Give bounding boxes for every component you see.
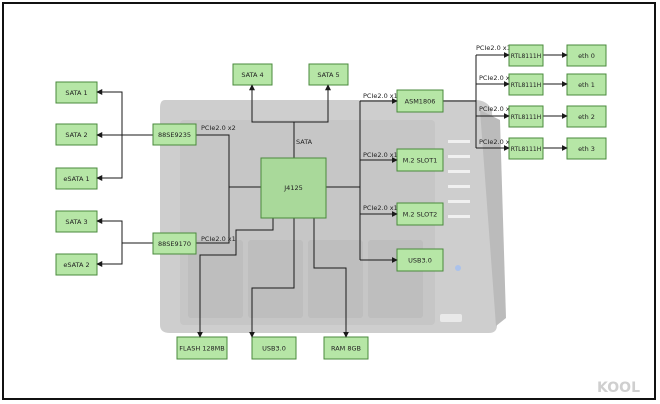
node-eth2-label: eth 2 bbox=[578, 113, 595, 121]
wire-cpu-9235 bbox=[196, 134, 261, 188]
node-rtl8111h-2: RTL8111H bbox=[508, 73, 544, 96]
node-rtl3-label: RTL8111H bbox=[511, 114, 542, 121]
wire-cpu-ram bbox=[313, 218, 347, 337]
label-pcie-m2s1: PCIe2.0 x1 bbox=[363, 151, 398, 159]
wire-cpu-sata5 bbox=[294, 85, 329, 123]
node-esata2: eSATA 2 bbox=[55, 253, 98, 276]
node-rtl2-label: RTL8111H bbox=[511, 82, 542, 89]
node-ram: RAM 8GB bbox=[323, 336, 369, 360]
node-esata2-label: eSATA 2 bbox=[63, 261, 89, 269]
node-eth0-label: eth 0 bbox=[578, 52, 595, 60]
node-88se9235-label: 88SE9235 bbox=[158, 131, 191, 139]
node-usb30-bottom-label: USB3.0 bbox=[262, 345, 286, 353]
node-rtl4-label: RTL8111H bbox=[511, 146, 542, 153]
label-pcie-m2s2: PCIe2.0 x1 bbox=[363, 204, 398, 212]
wire-9170-esata2 bbox=[97, 243, 123, 265]
bus-labels: SATA PCIe2.0 x2 PCIe2.0 x1 PCIe2.0 x1 PC… bbox=[201, 44, 514, 243]
node-rtl8111h-3: RTL8111H bbox=[508, 105, 544, 128]
node-flash-label: FLASH 128MB bbox=[179, 345, 225, 353]
node-sata2: SATA 2 bbox=[55, 123, 98, 146]
label-pcie-rtl4: PCIe2.0 x1 bbox=[479, 138, 514, 146]
wire-cpu-usb bbox=[251, 218, 295, 337]
node-m2-slot2: M.2 SLOT2 bbox=[396, 202, 444, 226]
node-usb30-bottom: USB3.0 bbox=[251, 336, 297, 360]
node-eth0: eth 0 bbox=[566, 44, 607, 67]
node-asm1806-label: ASM1806 bbox=[405, 98, 436, 106]
node-flash: FLASH 128MB bbox=[176, 336, 228, 360]
node-m2-slot2-label: M.2 SLOT2 bbox=[403, 211, 438, 219]
wire-9235-esata1 bbox=[97, 135, 123, 179]
node-sata2-label: SATA 2 bbox=[65, 131, 87, 139]
label-pcie-rtl2: PCIe2.0 x1 bbox=[479, 74, 514, 82]
node-eth1-label: eth 1 bbox=[578, 81, 595, 89]
node-esata1-label: eSATA 1 bbox=[63, 175, 89, 183]
node-usb30-right-label: USB3.0 bbox=[408, 257, 432, 265]
wire-9235-sata1 bbox=[97, 91, 123, 135]
node-m2-slot1: M.2 SLOT1 bbox=[396, 148, 444, 172]
node-88se9235: 88SE9235 bbox=[152, 123, 197, 146]
node-rtl1-label: RTL8111H bbox=[511, 53, 542, 60]
node-ram-label: RAM 8GB bbox=[331, 345, 361, 353]
node-sata3: SATA 3 bbox=[55, 210, 98, 233]
node-sata1: SATA 1 bbox=[55, 81, 98, 104]
node-eth1: eth 1 bbox=[566, 73, 607, 96]
wire-cpu-flash bbox=[199, 218, 274, 337]
arrowheads bbox=[96, 52, 568, 338]
node-sata1-label: SATA 1 bbox=[65, 89, 87, 97]
node-cpu-label: J4125 bbox=[283, 184, 302, 192]
label-pcie-asm: PCIe2.0 x1 bbox=[363, 92, 398, 100]
node-rtl8111h-1: RTL8111H bbox=[508, 44, 544, 67]
node-eth3: eth 3 bbox=[566, 137, 607, 160]
node-rtl8111h-4: RTL8111H bbox=[508, 137, 544, 160]
wire-cpu-9170 bbox=[196, 187, 230, 244]
label-pcie-9235: PCIe2.0 x2 bbox=[201, 124, 236, 132]
wire-9170-sata3 bbox=[97, 220, 123, 243]
node-sata5-label: SATA 5 bbox=[317, 71, 339, 79]
node-sata3-label: SATA 3 bbox=[65, 218, 87, 226]
label-pcie-rtl1: PCIe2.0 x1 bbox=[476, 44, 511, 52]
label-pcie-rtl3: PCIe2.0 x1 bbox=[479, 105, 514, 113]
node-sata4-label: SATA 4 bbox=[241, 71, 263, 79]
node-cpu-j4125: J4125 bbox=[260, 157, 327, 219]
label-pcie-9170: PCIe2.0 x1 bbox=[201, 235, 236, 243]
node-esata1: eSATA 1 bbox=[55, 167, 98, 190]
node-m2-slot1-label: M.2 SLOT1 bbox=[403, 157, 438, 165]
node-asm1806: ASM1806 bbox=[396, 89, 444, 113]
node-sata4: SATA 4 bbox=[232, 63, 273, 86]
label-sata-bus: SATA bbox=[296, 138, 313, 146]
node-eth3-label: eth 3 bbox=[578, 145, 595, 153]
watermark-logo: KOOL bbox=[597, 380, 640, 396]
node-88se9170-label: 88SE9170 bbox=[158, 240, 191, 248]
wire-cpu-sata4 bbox=[251, 85, 295, 158]
node-88se9170: 88SE9170 bbox=[152, 232, 197, 255]
node-sata5: SATA 5 bbox=[308, 63, 349, 86]
node-eth2: eth 2 bbox=[566, 105, 607, 128]
node-usb30-right: USB3.0 bbox=[396, 248, 444, 272]
component-boxes: SATA 1 SATA 2 eSATA 1 SATA 3 eSATA 2 88S… bbox=[55, 44, 607, 360]
